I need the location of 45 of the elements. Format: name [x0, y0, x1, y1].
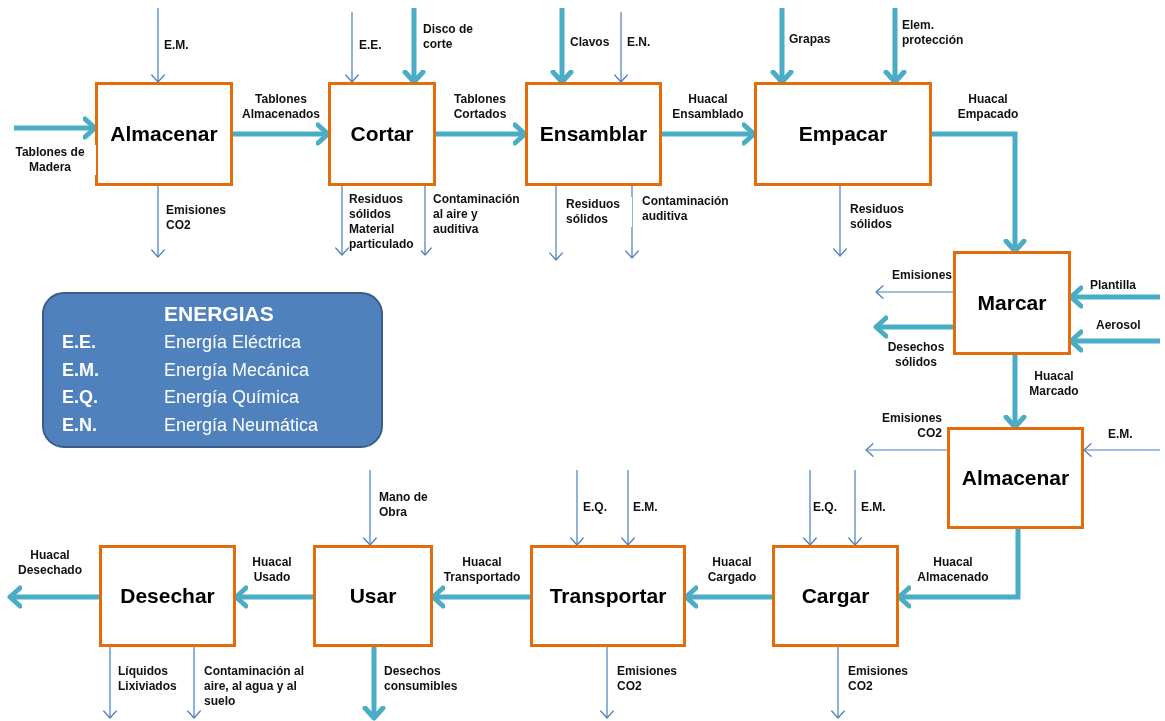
arrow — [600, 646, 614, 719]
flow-arrow — [7, 585, 99, 609]
arrow — [614, 11, 628, 83]
arrow — [1083, 443, 1161, 457]
arrow — [848, 469, 862, 546]
process-box: Marcar — [953, 251, 1071, 355]
arrow — [833, 185, 847, 257]
energy-name: Energía Química — [164, 387, 300, 408]
process-box: Almacenar — [95, 82, 233, 186]
arrow — [625, 185, 639, 259]
process-box: Ensamblar — [525, 82, 662, 186]
energy-name: Energía Eléctrica — [164, 332, 302, 353]
arrow — [363, 469, 377, 546]
process-box: Transportar — [530, 545, 686, 647]
arrow — [865, 443, 948, 457]
abbreviation: E.Q. — [62, 387, 98, 408]
process-box: Cargar — [772, 545, 899, 647]
abbreviation: E.M. — [62, 359, 99, 381]
arrow — [621, 469, 635, 546]
arrow — [570, 469, 584, 546]
process-box: Usar — [313, 545, 433, 647]
legend-title: ENERGIAS — [164, 302, 274, 326]
arrow — [103, 646, 117, 719]
edge-label: Residuos sólidos Material particulado — [349, 192, 421, 252]
arrow — [151, 185, 165, 258]
arrow — [875, 285, 954, 299]
arrow — [151, 7, 165, 83]
flow-arrow — [873, 315, 953, 339]
arrow — [549, 185, 563, 261]
energy-name: Energía Mecánica — [164, 359, 310, 381]
legend-panel — [42, 292, 383, 448]
energy-name: Energía Neumática — [164, 414, 319, 436]
flow-arrow — [362, 647, 386, 721]
edge-label: Residuos sólidos — [566, 197, 632, 227]
arrow — [187, 646, 201, 719]
abbreviation: E.N. — [62, 414, 97, 436]
arrow — [803, 469, 817, 546]
process-box: Desechar — [99, 545, 236, 647]
abbreviation: E.E. — [62, 332, 96, 353]
process-box: Cortar — [328, 82, 436, 186]
process-box: Empacar — [754, 82, 932, 186]
arrow — [345, 11, 359, 83]
arrow — [335, 185, 349, 256]
arrow — [831, 646, 845, 719]
process-box: Almacenar — [947, 427, 1084, 529]
